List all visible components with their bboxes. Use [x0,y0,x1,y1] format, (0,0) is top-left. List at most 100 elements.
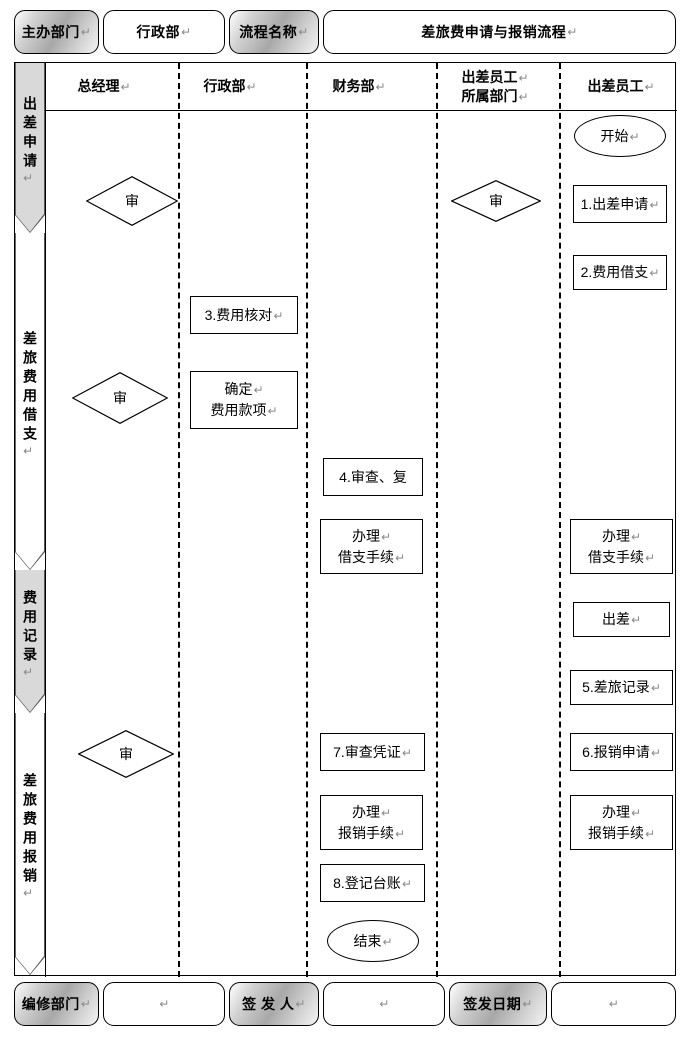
flow-node-n8[interactable]: 8.登记台账↵ [320,864,425,902]
decision-diamond-icon [86,176,178,226]
eol-mark: ↵ [380,805,392,820]
eol-mark: ↵ [273,308,284,323]
header-cell-4[interactable]: 差旅费申请与报销流程↵ [323,10,676,54]
flow-node-end[interactable]: 结束↵ [327,920,419,962]
flow-node-confirm[interactable]: 确定↵ 费用款项↵ [190,371,298,429]
header-cell-label: 差旅费申请与报销流程 [421,24,567,40]
eol-mark: ↵ [22,443,39,458]
flow-node-n1[interactable]: 1.出差申请↵ [573,185,667,223]
eol-mark: ↵ [80,25,92,39]
lane-divider-2 [306,63,308,977]
flow-node-claimE[interactable]: 办理↵ 报销手续↵ [570,795,673,850]
eol-mark: ↵ [649,197,660,212]
flow-node-label-line: 3.费用核对↵ [204,306,284,323]
footer-cell-5[interactable]: 签发日期↵ [449,982,547,1026]
footer-cell-2[interactable]: ↵ [103,982,225,1026]
flow-node-n4[interactable]: 4.审查、复 [323,458,423,496]
flow-node-label: 审 [125,192,139,209]
flow-node-loanF[interactable]: 办理↵借支手续↵ [320,519,423,574]
footer-cell-1[interactable]: 编修部门↵ [14,982,99,1026]
flow-node-label-line: 办理↵ [601,803,642,820]
flow-node-label: 审 [489,192,503,209]
flow-node-label-line: 办理↵ [601,527,642,544]
eol-mark: ↵ [298,25,309,39]
flow-node-label-line: 确定↵ [224,381,264,397]
flow-node-label-line: 6.报销申请↵ [582,743,661,760]
footer-cell-6[interactable]: ↵ [551,982,676,1026]
flow-node-d4[interactable]: 审 [78,730,174,778]
eol-mark: ↵ [401,876,412,891]
footer-cell-3[interactable]: 签 发 人↵ [229,982,319,1026]
flow-node-start[interactable]: 开始↵ [574,115,666,157]
flow-node-label-line: 办理↵ [351,527,392,544]
stage-arrow-label: 差旅费用借支↵ [22,330,39,458]
lane-divider-1 [178,63,180,977]
header-cell-3[interactable]: 流程名称↵ [229,10,319,54]
flow-node-label-line: 4.审查、复 [339,468,407,485]
eol-mark: ↵ [644,80,655,95]
lane-header-line: 行政部↵ [203,78,257,95]
eol-mark: ↵ [295,997,306,1011]
flow-node-label-line: 结束↵ [353,932,393,949]
lane-header-line: 总经理↵ [77,78,131,95]
flow-node-trip[interactable]: 出差↵ [573,602,670,637]
header-cell-2[interactable]: 行政部↵ [103,10,225,54]
eol-mark: ↵ [650,681,661,695]
stage-arrow-4: 差旅费用报销↵ [15,713,45,975]
eol-mark: ↵ [379,997,390,1011]
flow-node-d3[interactable]: 审 [72,372,168,424]
flow-node-n3[interactable]: 3.费用核对↵ [190,296,298,334]
footer-cell-4[interactable]: ↵ [323,982,445,1026]
eol-mark: ↵ [120,80,131,95]
eol-mark: ↵ [567,25,578,39]
lane-header-line: 出差员工↵ [461,68,529,85]
header-cell-1[interactable]: 主办部门↵ [14,10,99,54]
flow-node-label-line: 报销手续↵ [587,824,656,841]
flow-node-loanE[interactable]: 办理↵借支手续↵ [570,519,673,574]
flow-node-label-line: 开始↵ [600,127,640,144]
eol-mark: ↵ [518,89,529,104]
header-cell-label: 主办部门 [21,24,80,40]
eol-mark: ↵ [380,529,392,544]
decision-diamond-icon [451,180,541,222]
flow-node-label-line: 8.登记台账↵ [333,874,412,891]
flow-node-d1[interactable]: 审 [451,180,541,222]
flow-node-n2[interactable]: 2.费用借支↵ [573,255,667,290]
eol-mark: ↵ [650,745,661,760]
eol-mark: ↵ [246,80,257,95]
header-cell-label: 流程名称 [239,24,298,40]
stage-arrow-shape [15,570,45,713]
flow-node-claimF[interactable]: 办理↵报销手续↵ [320,795,423,850]
flow-node-n5[interactable]: 5.差旅记录↵ [570,670,673,705]
lane-header-4: 出差员工↵所属部门↵ [435,63,555,110]
stage-arrow-label: 费用记录↵ [22,589,39,679]
eol-mark: ↵ [629,129,640,144]
flow-node-d2[interactable]: 审 [86,176,178,226]
flow-node-label-line: 出差↵ [601,611,642,627]
eol-mark: ↵ [375,80,386,95]
stage-arrow-shape [15,233,45,570]
lane-header-1: 总经理↵ [39,63,169,110]
eol-mark: ↵ [518,70,529,85]
stage-arrow-2: 差旅费用借支↵ [15,233,45,570]
lane-divider-3 [436,63,438,977]
flow-node-n7[interactable]: 7.审查凭证↵ [320,733,425,771]
flow-node-label-line: 1.出差申请↵ [580,195,660,212]
eol-mark: ↵ [159,997,170,1011]
flow-node-n6[interactable]: 6.报销申请↵ [570,733,673,771]
eol-mark: ↵ [22,664,39,679]
eol-mark: ↵ [630,805,642,820]
lane-header-divider [15,110,677,111]
eol-mark: ↵ [80,997,92,1011]
flow-node-label-line: 7.审查凭证↵ [333,743,412,760]
eol-mark: ↵ [630,613,642,627]
lane-header-line: 出差员工↵ [587,78,655,95]
lane-header-5: 出差员工↵ [561,63,681,110]
eol-mark: ↵ [180,25,192,39]
eol-mark: ↵ [522,997,533,1011]
stage-arrow-shape [15,63,45,233]
footer-cell-label: 编修部门 [21,996,80,1012]
flow-node-label-line: 费用款项↵ [210,402,278,418]
footer-cell-label: 签 发 人 [242,996,295,1012]
